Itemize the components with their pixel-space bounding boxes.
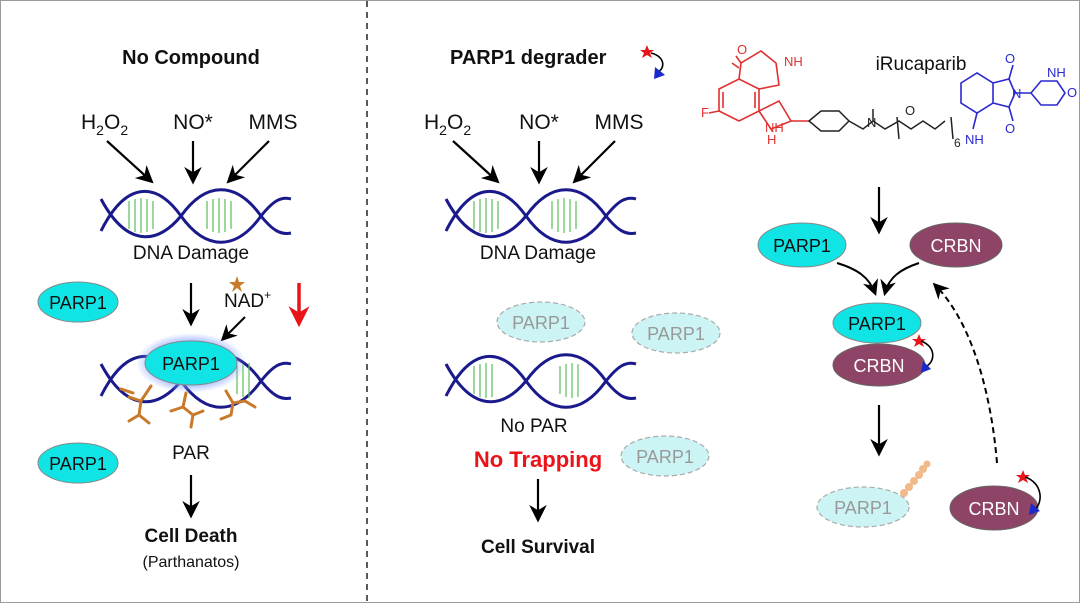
svg-text:F: F	[701, 105, 709, 120]
parp1-degraded-3: PARP1	[620, 435, 710, 477]
svg-text:NH: NH	[784, 54, 803, 69]
par-label: PAR	[172, 443, 210, 464]
arrow-mms-to-dna	[226, 140, 270, 184]
svg-text:O: O	[905, 103, 915, 118]
parp1-trapped: PARP1	[136, 333, 246, 393]
no-par-label: No PAR	[500, 416, 567, 437]
svg-text:CRBN: CRBN	[853, 356, 904, 376]
arrow-nad-to-parp1	[220, 316, 246, 342]
dna-helix-left-top	[99, 188, 292, 244]
crbn-right-top: CRBN	[909, 222, 1003, 268]
ubiquitin-chain	[900, 460, 931, 497]
svg-text:PARP1: PARP1	[49, 293, 107, 313]
panel-no-compound: No Compound H2O2 NO* MMS DNA Damage PARP…	[37, 47, 310, 571]
nad-label: NAD+	[224, 288, 271, 312]
arrow-parp1-to-complex	[836, 262, 878, 296]
degrader-icon	[640, 45, 665, 79]
svg-text:PARP1: PARP1	[647, 324, 705, 344]
dna-helix-middle-top	[444, 188, 637, 244]
svg-text:PARP1: PARP1	[512, 313, 570, 333]
parp1-degraded-right: PARP1	[816, 486, 910, 528]
left-dna-label: DNA Damage	[133, 243, 249, 264]
par-chains	[119, 384, 257, 429]
arrow-mms-to-dna-mid	[572, 140, 616, 184]
svg-text:NH: NH	[765, 120, 784, 135]
parp1-free-top: PARP1	[37, 281, 119, 323]
svg-text:O: O	[1005, 121, 1015, 136]
svg-text:CRBN: CRBN	[930, 236, 981, 256]
svg-text:PARP1: PARP1	[773, 236, 831, 256]
dna-helix-middle-bottom	[444, 353, 637, 409]
parp1-free-bottom: PARP1	[37, 442, 119, 484]
left-agent-no: NO*	[173, 111, 213, 134]
panel-parp1-degrader: PARP1 degrader H2O2 NO* MMS DNA Damage P…	[424, 45, 721, 558]
ternary-complex: PARP1 CRBN	[832, 302, 934, 387]
svg-text:NH: NH	[1047, 65, 1066, 80]
svg-text:PARP1: PARP1	[834, 498, 892, 518]
middle-agent-mms: MMS	[595, 111, 644, 134]
left-title: No Compound	[122, 47, 260, 69]
svg-text:O: O	[1005, 51, 1015, 66]
middle-agent-no: NO*	[519, 111, 559, 134]
cell-death-label: Cell Death	[145, 526, 238, 547]
svg-text:PARP1: PARP1	[162, 354, 220, 374]
svg-text:NH: NH	[965, 132, 984, 147]
parp1-degraded-1: PARP1	[496, 301, 586, 343]
svg-text:O: O	[1067, 85, 1077, 100]
svg-text:CRBN: CRBN	[968, 499, 1019, 519]
middle-title: PARP1 degrader	[450, 47, 607, 69]
no-trapping-label: No Trapping	[474, 447, 602, 472]
svg-text:H: H	[767, 132, 776, 147]
parp1-right-top: PARP1	[757, 222, 847, 268]
svg-text:N: N	[867, 115, 876, 130]
svg-text:6: 6	[954, 136, 961, 150]
left-agent-mms: MMS	[249, 111, 298, 134]
svg-text:PARP1: PARP1	[49, 454, 107, 474]
left-agent-h2o2: H2O2	[81, 111, 128, 138]
parp1-degraded-2: PARP1	[631, 312, 721, 354]
recycle-arrow	[932, 282, 998, 464]
irucaparib-label: iRucaparib	[876, 54, 967, 75]
irucaparib-structure: O NH F NH H N O 6 O O	[701, 42, 1077, 150]
svg-text:PARP1: PARP1	[848, 314, 906, 334]
panel-irucaparib: iRucaparib O NH F NH H	[701, 42, 1077, 531]
arrow-h2o2-to-dna-mid	[452, 140, 500, 184]
parthanatos-label: (Parthanatos)	[143, 554, 240, 571]
middle-agent-h2o2: H2O2	[424, 111, 471, 138]
middle-dna-label: DNA Damage	[480, 243, 596, 264]
svg-text:O: O	[737, 42, 747, 57]
nad-star-icon	[229, 276, 245, 292]
cell-survival-label: Cell Survival	[481, 537, 595, 558]
arrow-crbn-to-complex	[880, 262, 920, 297]
svg-text:PARP1: PARP1	[636, 447, 694, 467]
svg-text:N: N	[1012, 86, 1021, 101]
arrow-h2o2-to-dna	[106, 140, 154, 184]
crbn-released: CRBN	[949, 470, 1041, 531]
